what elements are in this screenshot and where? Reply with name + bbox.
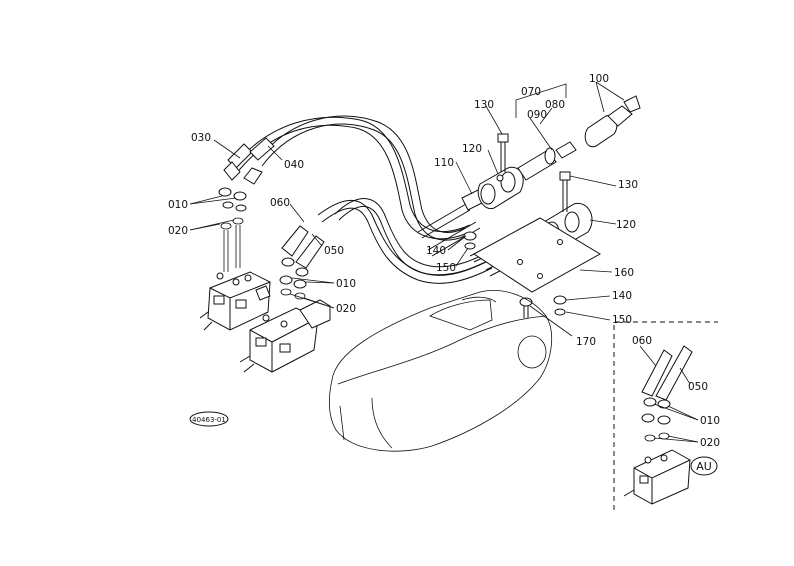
callout-labels: 030 040 010 020 060 050 010 020 070 080 … xyxy=(168,73,720,449)
coupler-100 xyxy=(584,95,641,148)
callout-100: 100 xyxy=(589,73,609,85)
callout-040: 040 xyxy=(284,159,304,171)
bolt-130-upper xyxy=(497,133,509,172)
elbow-fittings-lower xyxy=(279,225,325,300)
hose-end-040 xyxy=(243,137,275,185)
callout-130-upper: 130 xyxy=(474,99,494,111)
bolt-130-lower xyxy=(559,171,571,212)
callout-020-variant: 020 xyxy=(700,437,720,449)
callout-170: 170 xyxy=(576,336,596,348)
callout-060: 060 xyxy=(270,197,290,209)
fuel-tank-outline xyxy=(328,290,552,452)
variant-badge: AU xyxy=(690,456,718,476)
leader-lines xyxy=(189,81,699,443)
callout-150-left: 150 xyxy=(436,262,456,274)
callout-140-right: 140 xyxy=(612,290,632,302)
bolt-170 xyxy=(519,297,533,318)
hose-end-030 xyxy=(223,143,253,181)
callout-090: 090 xyxy=(527,109,547,121)
callout-020-lower: 020 xyxy=(336,303,356,315)
variant-control-valve xyxy=(623,449,691,505)
hose-040 xyxy=(257,115,466,241)
variant-badge-text: AU xyxy=(696,460,712,473)
washer-nut-140-150-right xyxy=(553,295,567,316)
callout-120-lower: 120 xyxy=(616,219,636,231)
control-valve-left xyxy=(199,271,271,331)
variant-fittings xyxy=(641,345,693,442)
callout-070: 070 xyxy=(521,86,541,98)
plate-160 xyxy=(473,217,601,293)
hose-030 xyxy=(231,116,471,240)
washer-nut-140-150-left xyxy=(463,231,477,250)
callout-020-upper: 020 xyxy=(168,225,188,237)
callout-010-lower: 010 xyxy=(336,278,356,290)
callout-010-upper: 010 xyxy=(168,199,188,211)
callout-130-lower: 130 xyxy=(618,179,638,191)
coupler-120-upper xyxy=(477,166,524,210)
callout-110: 110 xyxy=(434,157,454,169)
callout-140-left: 140 xyxy=(426,245,446,257)
callout-010-variant: 010 xyxy=(700,415,720,427)
drawing-number-text: 40463-01 xyxy=(192,416,226,424)
adapter-090 xyxy=(517,141,577,181)
drawing-number-stamp: 40463-01 xyxy=(189,411,229,427)
callout-160: 160 xyxy=(614,267,634,279)
control-valve-right xyxy=(239,299,331,373)
callout-030: 030 xyxy=(191,132,211,144)
callout-050: 050 xyxy=(324,245,344,257)
hose-050 xyxy=(334,198,503,276)
callout-050-variant: 050 xyxy=(688,381,708,393)
elbow-fittings-upper xyxy=(218,187,247,272)
callout-120-upper: 120 xyxy=(462,143,482,155)
callout-150-right: 150 xyxy=(612,314,632,326)
callout-060-variant: 060 xyxy=(632,335,652,347)
callout-080: 080 xyxy=(545,99,565,111)
